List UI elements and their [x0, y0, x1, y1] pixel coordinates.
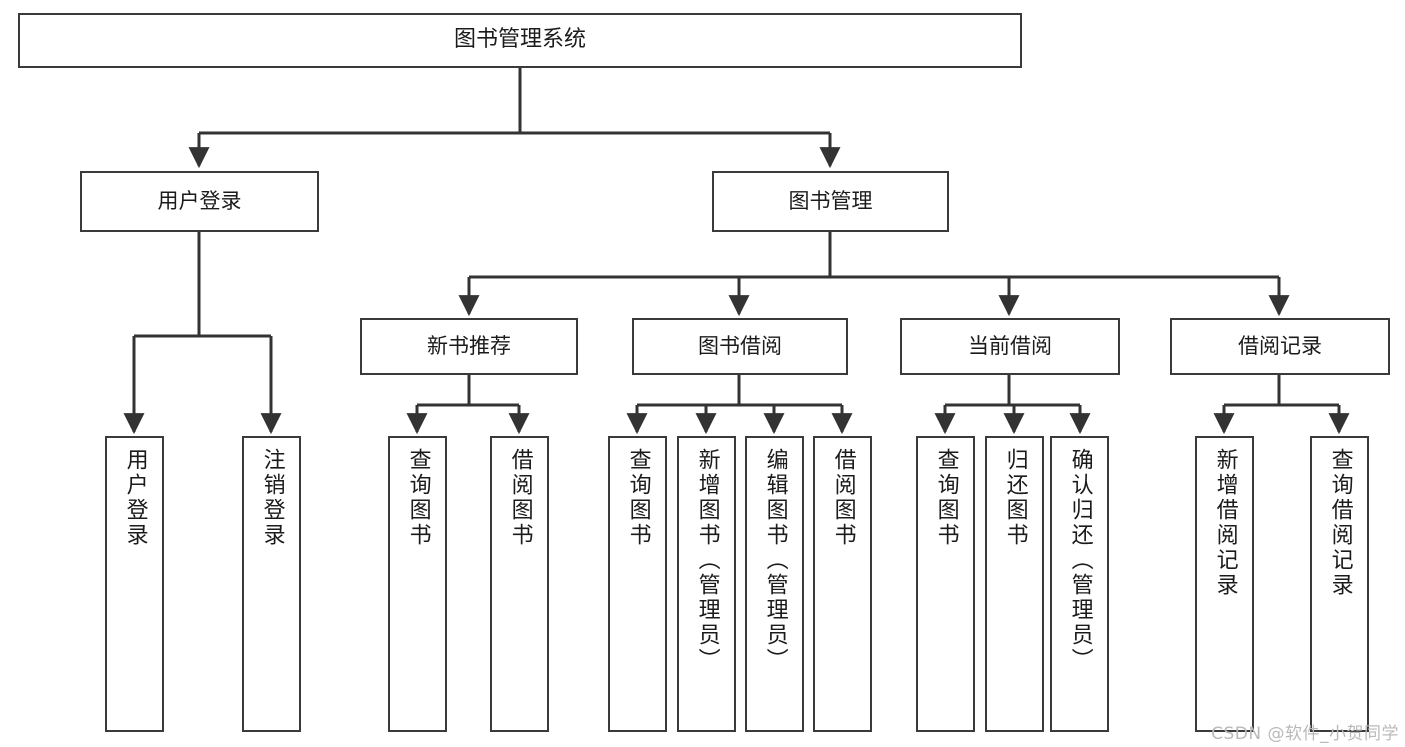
node-label: 用户登录: [157, 189, 242, 214]
node-current-borrow[interactable]: 当前借阅: [900, 318, 1120, 375]
leaf-user-login-login[interactable]: 用户登录: [105, 436, 164, 732]
node-user-login[interactable]: 用户登录: [80, 171, 319, 232]
leaf-borrow-search-book[interactable]: 查询图书: [608, 436, 667, 732]
node-label: 新增图书（管理员）: [694, 448, 720, 673]
node-label: 查询图书: [405, 448, 431, 548]
node-book-management[interactable]: 图书管理: [712, 171, 949, 232]
leaf-record-search-record[interactable]: 查询借阅记录: [1310, 436, 1369, 732]
csdn-watermark: CSDN @软件_小贺同学: [1211, 724, 1399, 744]
node-label: 归还图书: [1002, 448, 1028, 548]
leaf-user-login-logout[interactable]: 注销登录: [242, 436, 301, 732]
node-label: 图书借阅: [698, 334, 782, 359]
node-label: 当前借阅: [968, 334, 1052, 359]
node-label: 借阅图书: [830, 448, 856, 548]
node-label: 注销登录: [259, 448, 285, 548]
node-label: 新增借阅记录: [1212, 448, 1238, 598]
node-label: 编辑图书（管理员）: [762, 448, 788, 673]
node-label: 确认归还（管理员）: [1067, 448, 1093, 673]
node-root-system[interactable]: 图书管理系统: [18, 13, 1022, 68]
node-label: 借阅记录: [1238, 334, 1322, 359]
leaf-new-book-search[interactable]: 查询图书: [388, 436, 447, 732]
node-label: 图书管理系统: [453, 27, 586, 53]
node-label: 查询图书: [933, 448, 959, 548]
node-new-book-recommend[interactable]: 新书推荐: [360, 318, 578, 375]
leaf-borrow-edit-book-admin[interactable]: 编辑图书（管理员）: [745, 436, 804, 732]
leaf-current-return-book[interactable]: 归还图书: [985, 436, 1044, 732]
leaf-new-book-borrow[interactable]: 借阅图书: [490, 436, 549, 732]
leaf-borrow-add-book-admin[interactable]: 新增图书（管理员）: [677, 436, 736, 732]
node-borrow-record[interactable]: 借阅记录: [1170, 318, 1390, 375]
leaf-current-confirm-return-admin[interactable]: 确认归还（管理员）: [1050, 436, 1109, 732]
node-label: 图书管理: [788, 189, 873, 214]
node-label: 借阅图书: [507, 448, 533, 548]
node-label: 用户登录: [122, 448, 148, 548]
leaf-record-add-record[interactable]: 新增借阅记录: [1195, 436, 1254, 732]
node-label: 新书推荐: [427, 334, 511, 359]
leaf-borrow-borrow-book[interactable]: 借阅图书: [813, 436, 872, 732]
node-label: 查询图书: [625, 448, 651, 548]
node-label: 查询借阅记录: [1327, 448, 1353, 598]
leaf-current-search-book[interactable]: 查询图书: [916, 436, 975, 732]
node-book-borrow[interactable]: 图书借阅: [632, 318, 848, 375]
